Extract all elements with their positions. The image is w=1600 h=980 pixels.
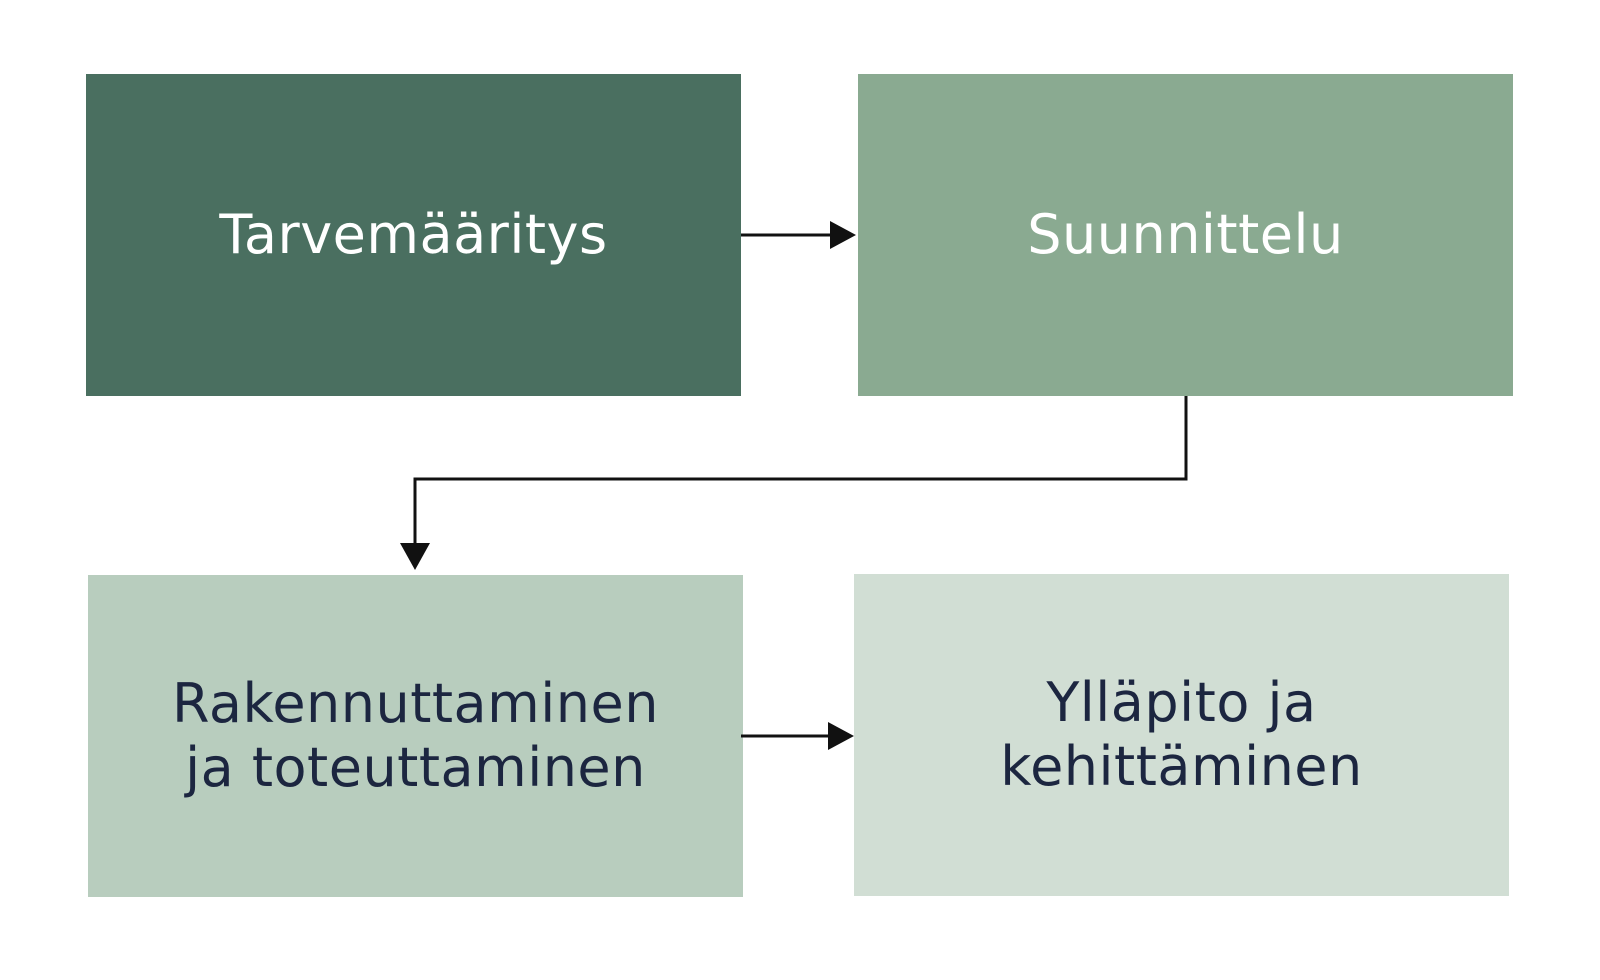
arrow-line-2 <box>413 396 1188 543</box>
step-label: Suunnittelu <box>1027 203 1344 266</box>
step-label: Tarvemääritys <box>219 203 608 266</box>
arrowhead-right-1 <box>830 221 856 249</box>
step-box-yllapito: Ylläpito ja kehittäminen <box>854 574 1509 896</box>
step-label: Ylläpito ja kehittäminen <box>1000 671 1363 798</box>
arrowhead-right-3 <box>828 722 854 750</box>
step-box-tarvemaaritys: Tarvemääritys <box>86 74 741 396</box>
step-label: Rakennuttaminen ja toteuttaminen <box>172 672 659 799</box>
step-box-rakennuttaminen: Rakennuttaminen ja toteuttaminen <box>88 575 743 897</box>
arrowhead-down-2 <box>400 543 430 570</box>
step-box-suunnittelu: Suunnittelu <box>858 74 1513 396</box>
